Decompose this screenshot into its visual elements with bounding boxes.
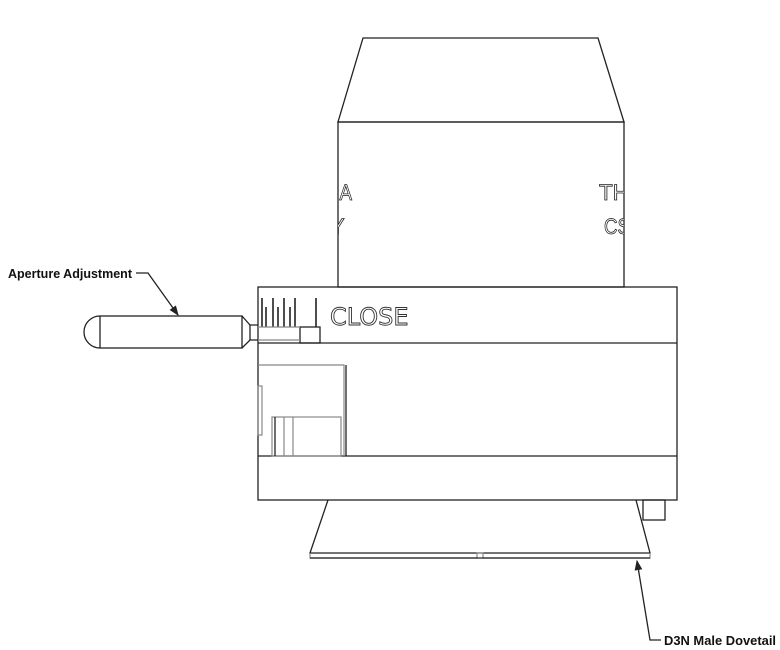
upper-housing: NA Y TH CS [326,37,630,288]
label-fragment: CS [604,214,630,239]
side-post [642,499,666,521]
label-fragment: NA [326,180,352,205]
scale-close-label: CLOSE [330,303,409,331]
male-dovetail [309,499,651,559]
label-fragment: TH [599,180,629,205]
dovetail-callout: D3N Male Dovetail [634,559,776,648]
dovetail-label: D3N Male Dovetail [664,633,776,648]
main-body [257,286,678,501]
aperture-scale [261,298,317,327]
label-fragment: Y [330,214,345,239]
aperture-adjustment-knob[interactable] [83,315,258,349]
aperture-callout: Aperture Adjustment [8,266,179,317]
scale-slider-block [299,326,321,344]
aperture-adjustment-label: Aperture Adjustment [8,266,133,281]
